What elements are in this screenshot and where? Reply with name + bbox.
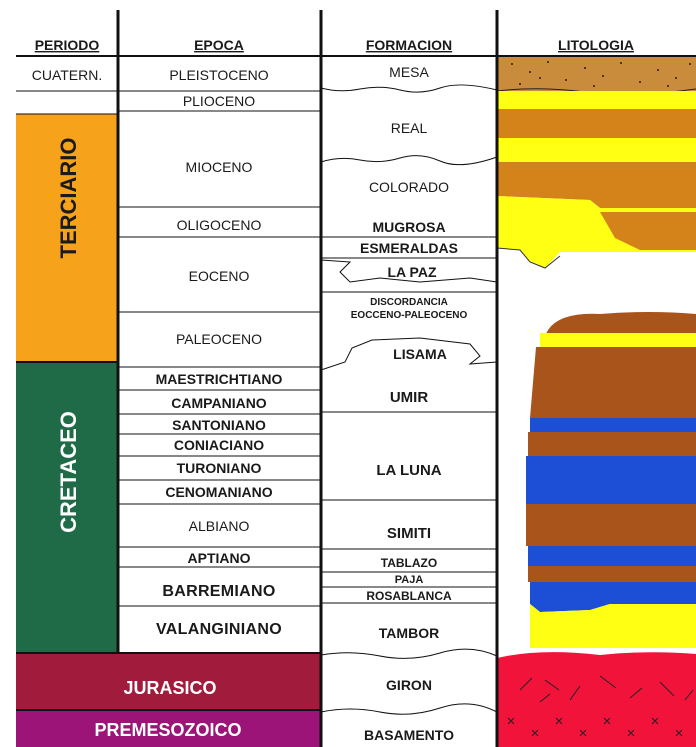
epoch-valanginiano: VALANGINIANO [156,621,282,638]
header-litologia: LITOLOGIA [558,37,634,53]
header-periodo: PERIODO [35,37,100,53]
epoch-eoceno: EOCENO [189,268,250,284]
header-epoca: EPOCA [194,37,244,53]
formation-paja: PAJA [395,574,424,586]
period-cretaceo: CRETACEO [56,411,81,533]
period-terciario: TERCIARIO [56,138,81,259]
lithology-column [496,56,696,747]
formation-basamento: BASAMENTO [364,727,454,743]
epoch-maestrichtiano: MAESTRICHTIANO [156,371,283,387]
epoch-oligoceno: OLIGOCENO [177,217,262,233]
epoch-plioceno: PLIOCENO [183,93,255,109]
formation-mesa: MESA [389,64,429,80]
period-jurasico: JURASICO [123,678,216,698]
formation-esmeraldas: ESMERALDAS [360,240,458,256]
epoch-albiano: ALBIANO [189,518,250,534]
formation-simiti: SIMITI [387,525,431,542]
formation-umir: UMIR [390,389,428,406]
period-premesozoico-block [16,711,321,747]
epoch-paleoceno: PALEOCENO [176,331,262,347]
table-grid [16,10,696,747]
formation-la-paz: LA PAZ [388,264,437,280]
formation-giron: GIRON [386,677,432,693]
epoch-campaniano: CAMPANIANO [171,395,267,411]
epoch-barremiano: BARREMIANO [162,583,275,600]
period-premesozoico: PREMESOZOICO [94,720,241,740]
formation-mugrosa: MUGROSA [372,219,445,235]
formation-discordancia-line1: DISCORDANCIA [370,297,448,308]
formation-la-luna: LA LUNA [376,462,441,479]
formation-colorado: COLORADO [369,179,449,195]
epoch-coniaciano: CONIACIANO [174,437,264,453]
formation-rosablanca: ROSABLANCA [366,589,452,603]
period-jurasico-block [16,653,321,709]
period-cuaternario: CUATERN. [32,67,103,83]
epoch-mioceno: MIOCENO [186,159,253,175]
header-formacion: FORMACION [366,37,452,53]
formation-tambor: TAMBOR [379,625,439,641]
period-cretaceo-block [16,362,117,653]
epoch-cenomaniano: CENOMANIANO [165,484,272,500]
formation-discordancia-line2: EOCCENO-PALEOCENO [351,310,468,321]
epoch-santoniano: SANTONIANO [172,417,266,433]
formation-lisama: LISAMA [393,346,447,362]
period-terciario-block [16,114,117,362]
epoch-turoniano: TURONIANO [177,460,262,476]
formation-real: REAL [391,120,428,136]
epoch-pleistoceno: PLEISTOCENO [169,67,268,83]
formation-tablazo: TABLAZO [381,556,437,570]
epoch-aptiano: APTIANO [188,550,251,566]
